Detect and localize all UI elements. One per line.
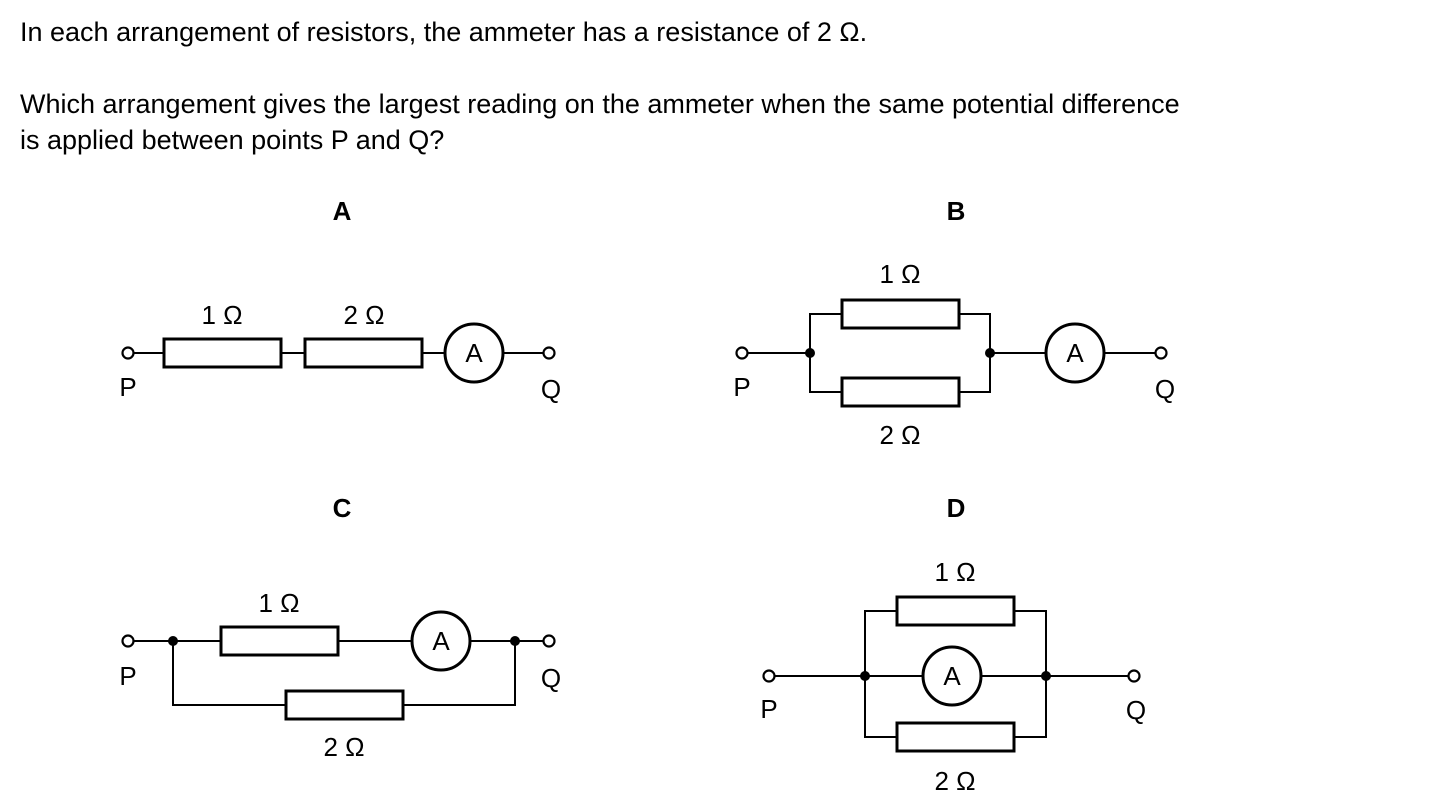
- point-p-label: P: [733, 372, 750, 402]
- point-p-label: P: [119, 372, 136, 402]
- wire: [864, 676, 897, 738]
- option-d-label: D: [947, 493, 966, 523]
- point-p-label: P: [760, 694, 777, 724]
- option-c-label: C: [333, 493, 352, 523]
- point-q-label: Q: [541, 374, 561, 404]
- wire: [1014, 610, 1047, 738]
- resistor-label-1: 1 Ω: [934, 557, 975, 587]
- terminal-p: [735, 346, 749, 360]
- resistor-1-ohm: [895, 595, 1016, 627]
- terminal-q: [1154, 346, 1168, 360]
- resistor-label-1: 1 Ω: [201, 300, 242, 330]
- resistor-label-2: 2 Ω: [323, 732, 364, 762]
- point-q-label: Q: [1126, 695, 1146, 725]
- circuit-d: D A 1 Ω 2 Ω P Q: [760, 493, 1146, 796]
- circuit-c: C A 1 Ω 2 Ω P Q: [119, 493, 561, 762]
- resistor-2-ohm: [284, 689, 405, 721]
- circuit-a: A A 1 Ω 2 Ω P Q: [119, 196, 561, 404]
- resistor-label-2: 2 Ω: [343, 300, 384, 330]
- junction-dot: [805, 348, 815, 358]
- terminal-q: [1127, 669, 1141, 683]
- ammeter-label: A: [1066, 338, 1084, 368]
- terminal-p: [121, 634, 135, 648]
- resistor-1-ohm: [162, 337, 283, 369]
- wire: [809, 313, 842, 353]
- ammeter-label: A: [465, 338, 483, 368]
- wire: [809, 353, 842, 393]
- terminal-p: [762, 669, 776, 683]
- ammeter: [410, 610, 472, 672]
- question-line-3: is applied between points P and Q?: [20, 125, 445, 155]
- junction-dot: [510, 636, 520, 646]
- junction-dot: [168, 636, 178, 646]
- terminal-p: [121, 346, 135, 360]
- point-q-label: Q: [541, 663, 561, 693]
- ammeter-label: A: [943, 661, 961, 691]
- wire: [864, 610, 897, 676]
- terminal-q: [542, 634, 556, 648]
- terminal-q: [542, 346, 556, 360]
- ammeter: [443, 322, 505, 384]
- ammeter: [921, 645, 983, 707]
- ammeter-label: A: [432, 626, 450, 656]
- resistor-2-ohm: [303, 337, 424, 369]
- option-b-label: B: [947, 196, 966, 226]
- point-p-label: P: [119, 661, 136, 691]
- resistor-label-2: 2 Ω: [879, 420, 920, 450]
- resistor-label-1: 1 Ω: [258, 588, 299, 618]
- junction-dot: [860, 671, 870, 681]
- junction-dot: [1041, 671, 1051, 681]
- point-q-label: Q: [1155, 374, 1175, 404]
- option-a-label: A: [333, 196, 352, 226]
- junction-dot: [985, 348, 995, 358]
- ammeter: [1044, 322, 1106, 384]
- resistor-1-ohm: [219, 625, 340, 657]
- wire: [403, 641, 516, 706]
- question-line-1: In each arrangement of resistors, the am…: [20, 17, 868, 47]
- resistor-2-ohm: [895, 721, 1016, 753]
- wire: [172, 641, 286, 706]
- resistor-1-ohm: [840, 298, 961, 330]
- resistor-label-1: 1 Ω: [879, 259, 920, 289]
- question-line-2: Which arrangement gives the largest read…: [20, 89, 1180, 119]
- circuit-b: B A 1 Ω 2 Ω P Q: [733, 196, 1175, 450]
- resistor-label-2: 2 Ω: [934, 766, 975, 796]
- resistor-2-ohm: [840, 376, 961, 408]
